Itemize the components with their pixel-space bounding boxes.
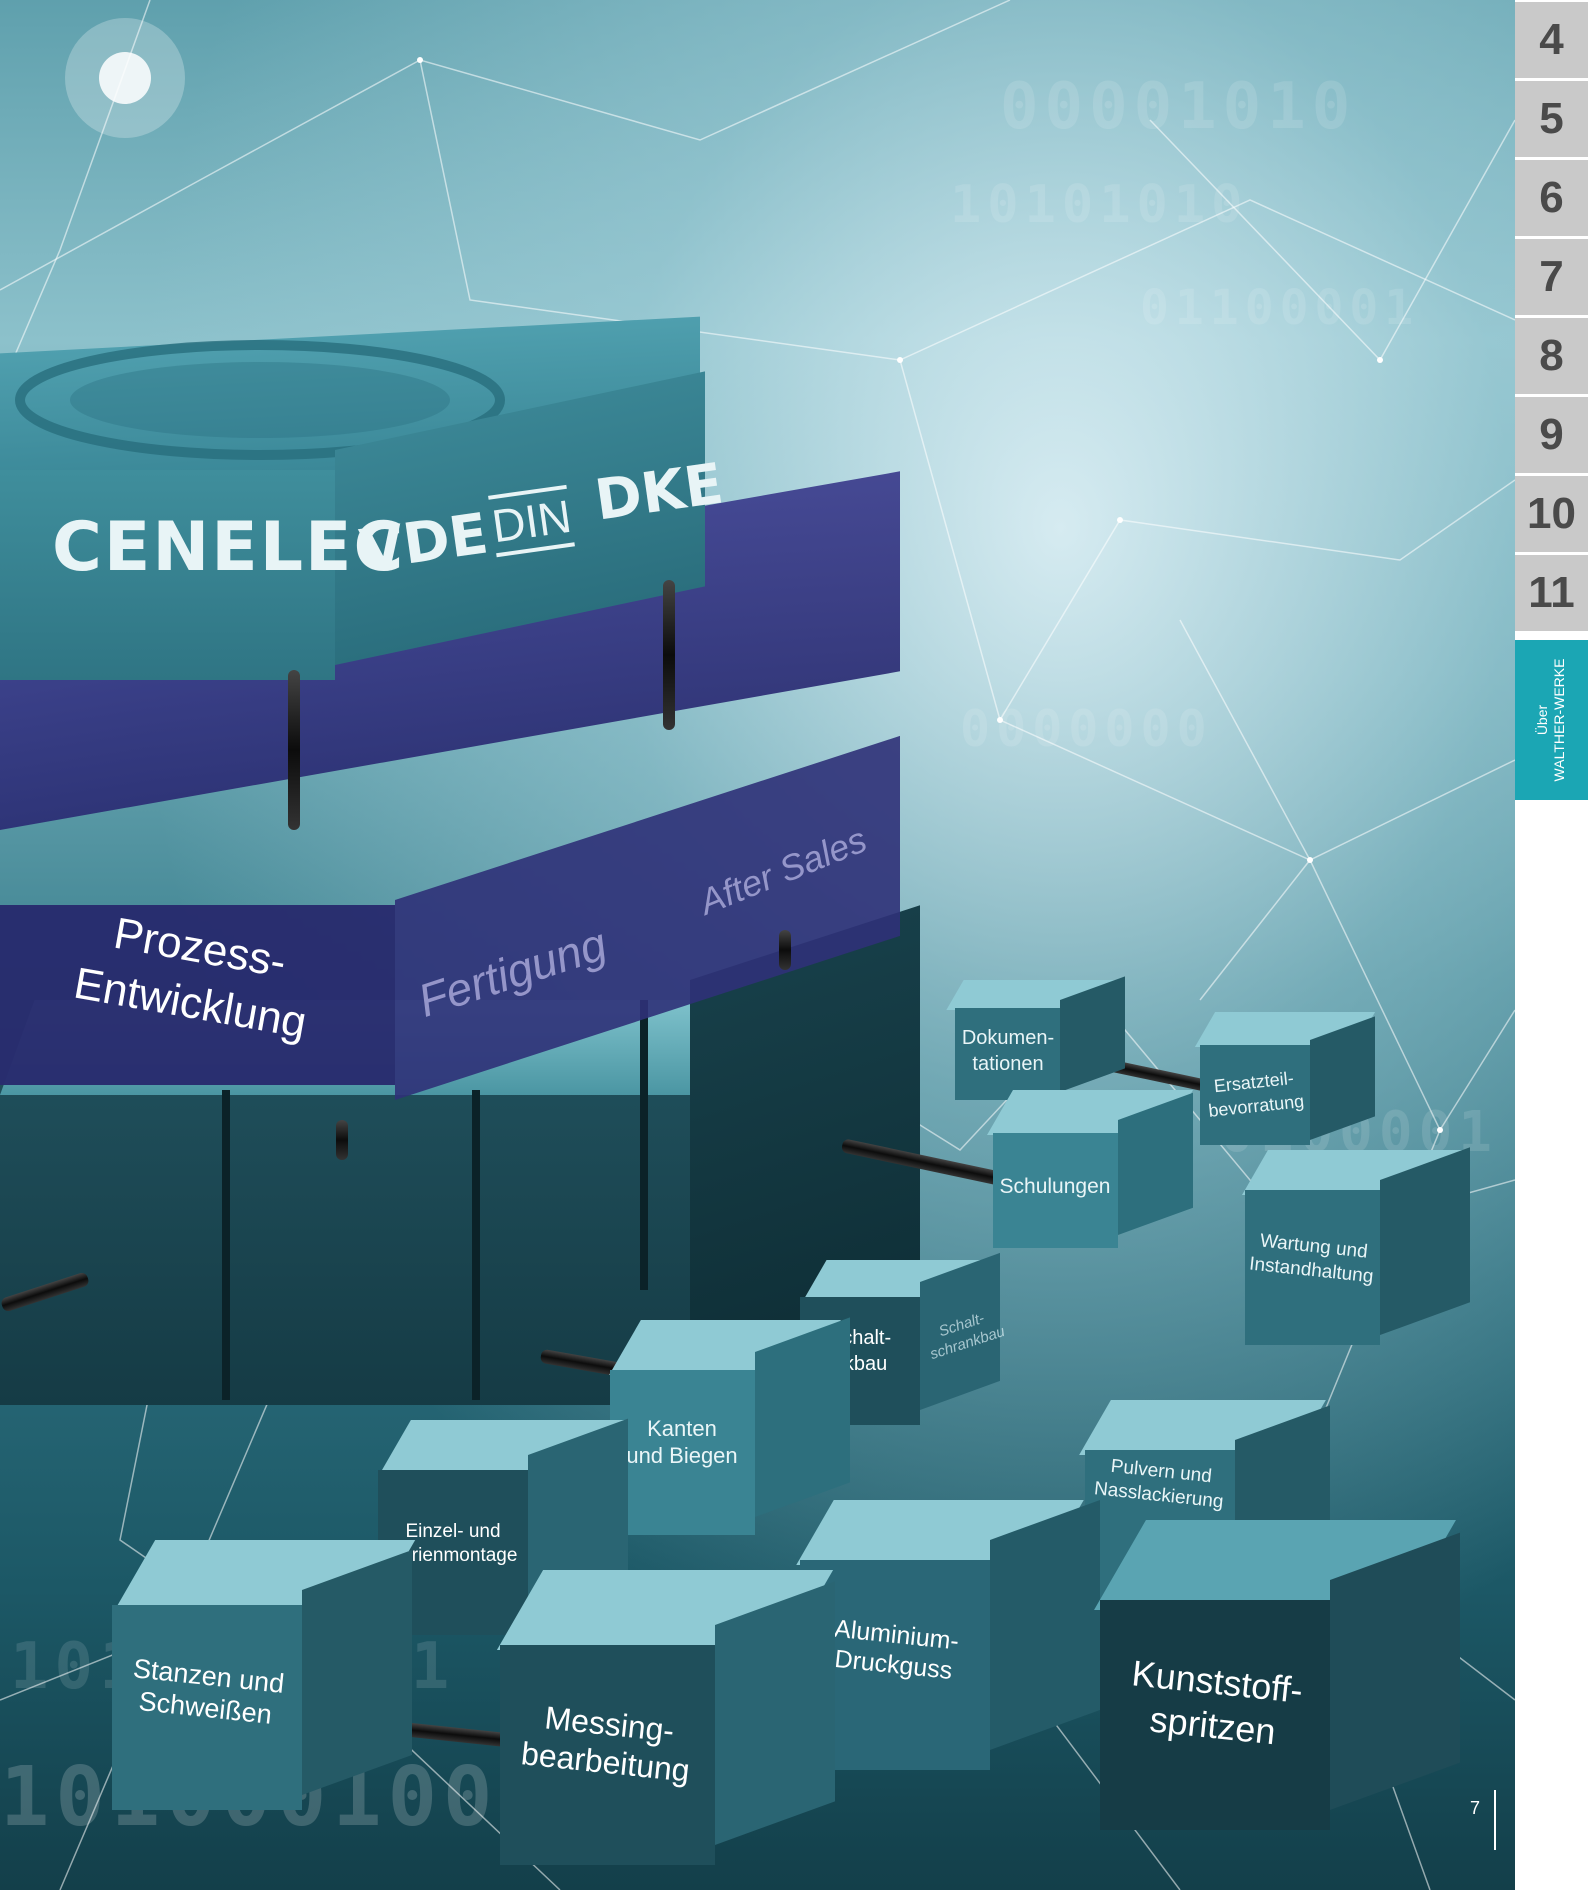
index-tab-6[interactable]: 6 [1515,160,1588,239]
index-tab-5[interactable]: 5 [1515,81,1588,160]
index-tab-11[interactable]: 11 [1515,555,1588,634]
about-tab-line1: Über [1534,704,1550,736]
din-logo-text: DIN [488,484,576,558]
cube-stanzen-side [302,1549,412,1795]
page-number-rule [1494,1790,1496,1850]
cube-schulungen-label: Schulungen [999,1175,1111,1198]
cube-aluminium-side [990,1499,1100,1750]
index-tab-9[interactable]: 9 [1515,397,1588,476]
rod-layer-2 [779,930,791,970]
cube-dokumentationen-label: Dokumen- tationen [961,1027,1055,1075]
base-divider-3 [640,1000,648,1290]
base-divider-1 [222,1090,230,1400]
cube-ersatzteil-front [1200,1045,1310,1145]
index-tab-8[interactable]: 8 [1515,318,1588,397]
cube-kanten-side [755,1317,850,1517]
rod-layer-1 [336,1120,348,1160]
cube-wartung-front [1245,1190,1380,1345]
index-tab-about[interactable]: Über WALTHER-WERKE [1515,640,1588,800]
binary-text-4: 0000000 [960,700,1213,758]
cube-stanzen-front [112,1605,302,1810]
standards-block-front [0,470,335,680]
about-tab-line2: WALTHER-WERKE [1551,658,1567,782]
base-divider-2 [472,1090,480,1400]
process-layer-front [0,905,395,1085]
cube-kunststoff-front [1100,1600,1330,1830]
cube-kanten-label: Kanten und Biegen [626,1416,738,1468]
rod-standards-2 [663,580,675,730]
page-number: 7 [1470,1798,1481,1818]
cube-messing-side [715,1581,835,1845]
rod-standards-1 [288,670,300,830]
chapter-index: 4 5 6 7 8 9 10 11 Über WALTHER-WERKE [1515,0,1588,1890]
cube-wartung-side [1380,1147,1470,1335]
binary-text-3: 01100001 [1140,280,1420,336]
hero-illustration: 00001010 10101010 01100001 0000000 01000… [0,0,1515,1890]
index-tab-7[interactable]: 7 [1515,239,1588,318]
cube-messing-front [500,1645,715,1865]
cube-kunststoff-side [1330,1532,1460,1810]
index-tab-4[interactable]: 4 [1515,2,1588,81]
cenelec-logo-text: CENELEC [52,508,406,587]
cube-kanten-front [610,1370,755,1535]
cube-schulungen-front [993,1133,1118,1248]
cube-einzel-label: Einzel- und Serienmontage [388,1521,518,1566]
index-tab-10[interactable]: 10 [1515,476,1588,555]
binary-text-1: 00001010 [1000,70,1357,144]
cube-dokumentationen-front [955,1008,1060,1100]
logo-emblem [15,340,505,460]
about-tab-label: Über WALTHER-WERKE [1534,659,1568,782]
